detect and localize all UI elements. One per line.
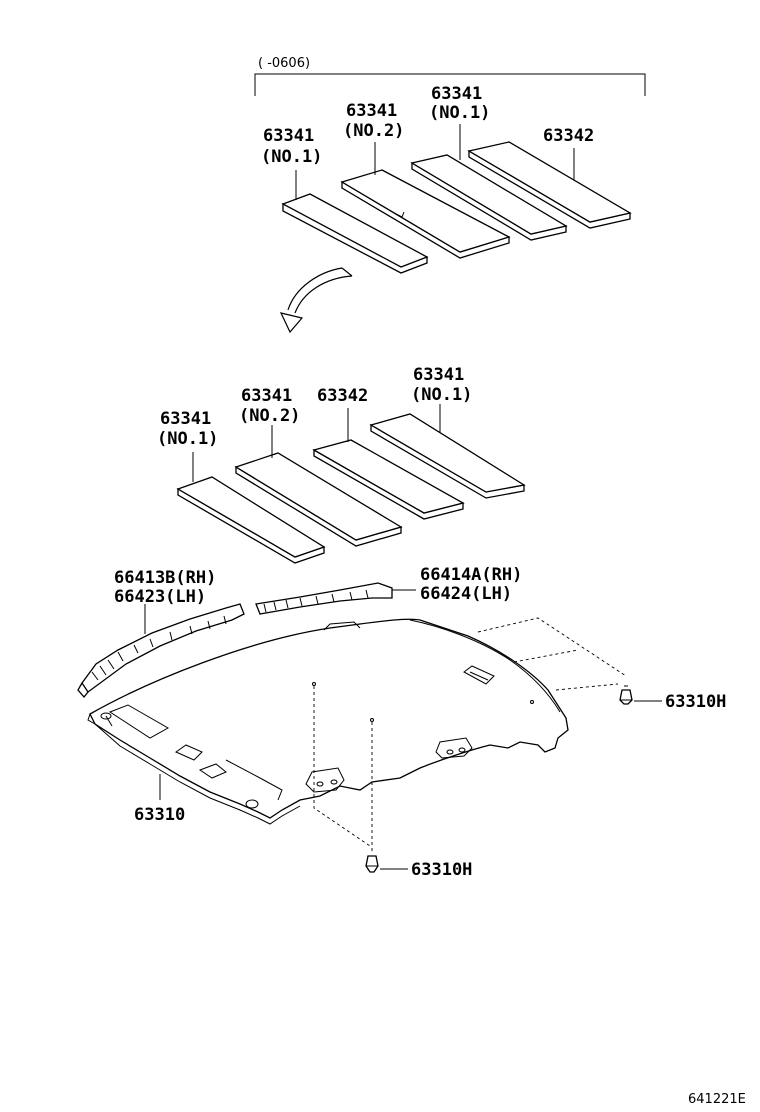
upper-pad-63341-no1-left xyxy=(281,193,429,274)
label-lower-b-sub: (NO.2) xyxy=(239,406,300,426)
label-clip-right: 63310H xyxy=(665,692,726,712)
label-upper-b-sub: (NO.2) xyxy=(343,121,404,141)
label-lower-b-part: 63341 xyxy=(241,386,292,406)
upper-pad-63341-no2 xyxy=(340,169,511,259)
clip-guide-lines xyxy=(313,617,627,852)
lower-pad-63342 xyxy=(312,439,465,520)
lower-pad-group xyxy=(176,404,526,564)
label-lower-c-part: 63342 xyxy=(317,386,368,406)
right-roof-rail xyxy=(255,582,393,615)
label-upper-b-part: 63341 xyxy=(346,101,397,121)
diagram-code: 641221E xyxy=(688,1092,746,1107)
label-lower-a-sub: (NO.1) xyxy=(157,429,218,449)
label-upper-c-part: 63341 xyxy=(431,84,482,104)
bracket-note: ( -0606) xyxy=(258,56,310,71)
label-upper-c-sub: (NO.1) xyxy=(429,103,490,123)
label-clip-bottom: 63310H xyxy=(411,860,472,880)
label-left-rail-rh: 66413B(RH) xyxy=(114,568,216,588)
date-bracket xyxy=(254,73,646,96)
label-lower-d-part: 63341 xyxy=(413,365,464,385)
label-lower-d-sub: (NO.1) xyxy=(411,385,472,405)
upper-pad-63342 xyxy=(467,141,632,229)
upper-pad-63341-no1-right xyxy=(410,154,568,241)
label-upper-a-part: 63341 xyxy=(263,126,314,146)
label-lower-a-part: 63341 xyxy=(160,409,211,429)
headliner-panel xyxy=(87,618,569,825)
label-right-rail-rh: 66414A(RH) xyxy=(420,565,522,585)
clip-bottom-icon xyxy=(365,855,379,873)
curved-arrow-icon xyxy=(279,267,353,334)
label-upper-a-sub: (NO.1) xyxy=(261,147,322,167)
lower-pad-63341-no1-left xyxy=(176,476,326,564)
upper-pad-group xyxy=(281,124,632,274)
label-right-rail-lh: 66424(LH) xyxy=(420,584,512,604)
lower-pad-63341-no1-right xyxy=(369,413,526,499)
clip-right-icon xyxy=(619,685,633,705)
left-roof-rail xyxy=(77,603,245,699)
label-upper-d-part: 63342 xyxy=(543,126,594,146)
label-left-rail-lh: 66423(LH) xyxy=(114,587,206,607)
lower-pad-63341-no2 xyxy=(234,452,403,547)
label-headliner: 63310 xyxy=(134,805,185,825)
